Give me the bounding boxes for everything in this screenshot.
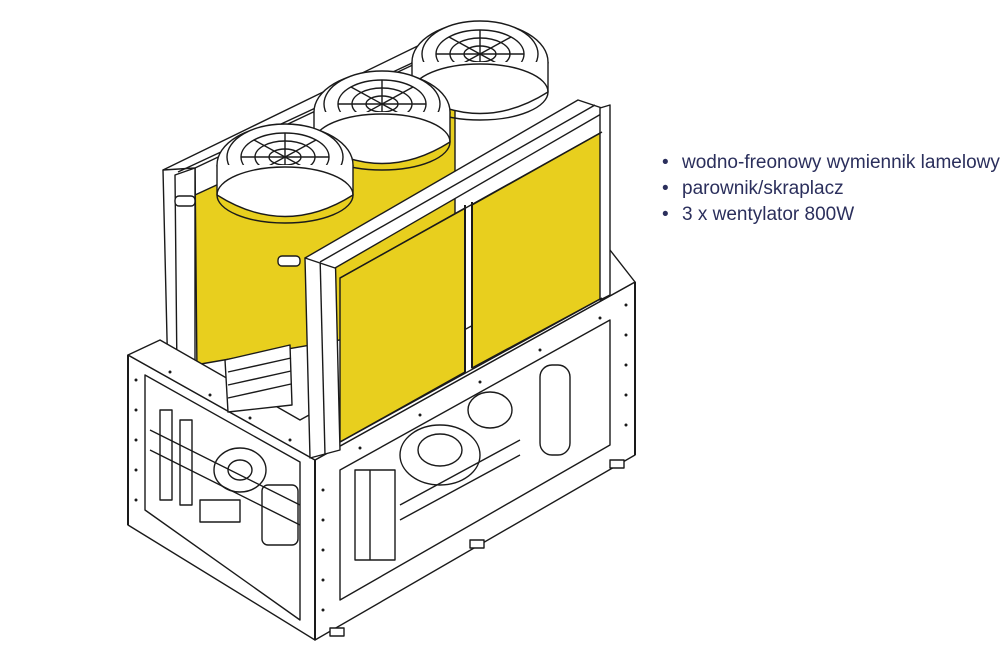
front-frame-right-post <box>599 104 611 301</box>
feature-item: parownik/skraplacz <box>662 176 1000 202</box>
fan-icon <box>216 123 354 224</box>
fan-icon <box>313 70 451 171</box>
piping-left <box>149 409 301 546</box>
feature-item: wodno-freonowy wymiennik lamelowy <box>662 150 1000 176</box>
frame-bolts <box>134 303 628 612</box>
feature-list: wodno-freonowy wymiennik lamelowy parown… <box>662 150 1000 228</box>
feature-item: 3 x wentylator 800W <box>662 202 1000 228</box>
compressor-icon <box>354 364 571 561</box>
fan-icon <box>411 20 549 121</box>
